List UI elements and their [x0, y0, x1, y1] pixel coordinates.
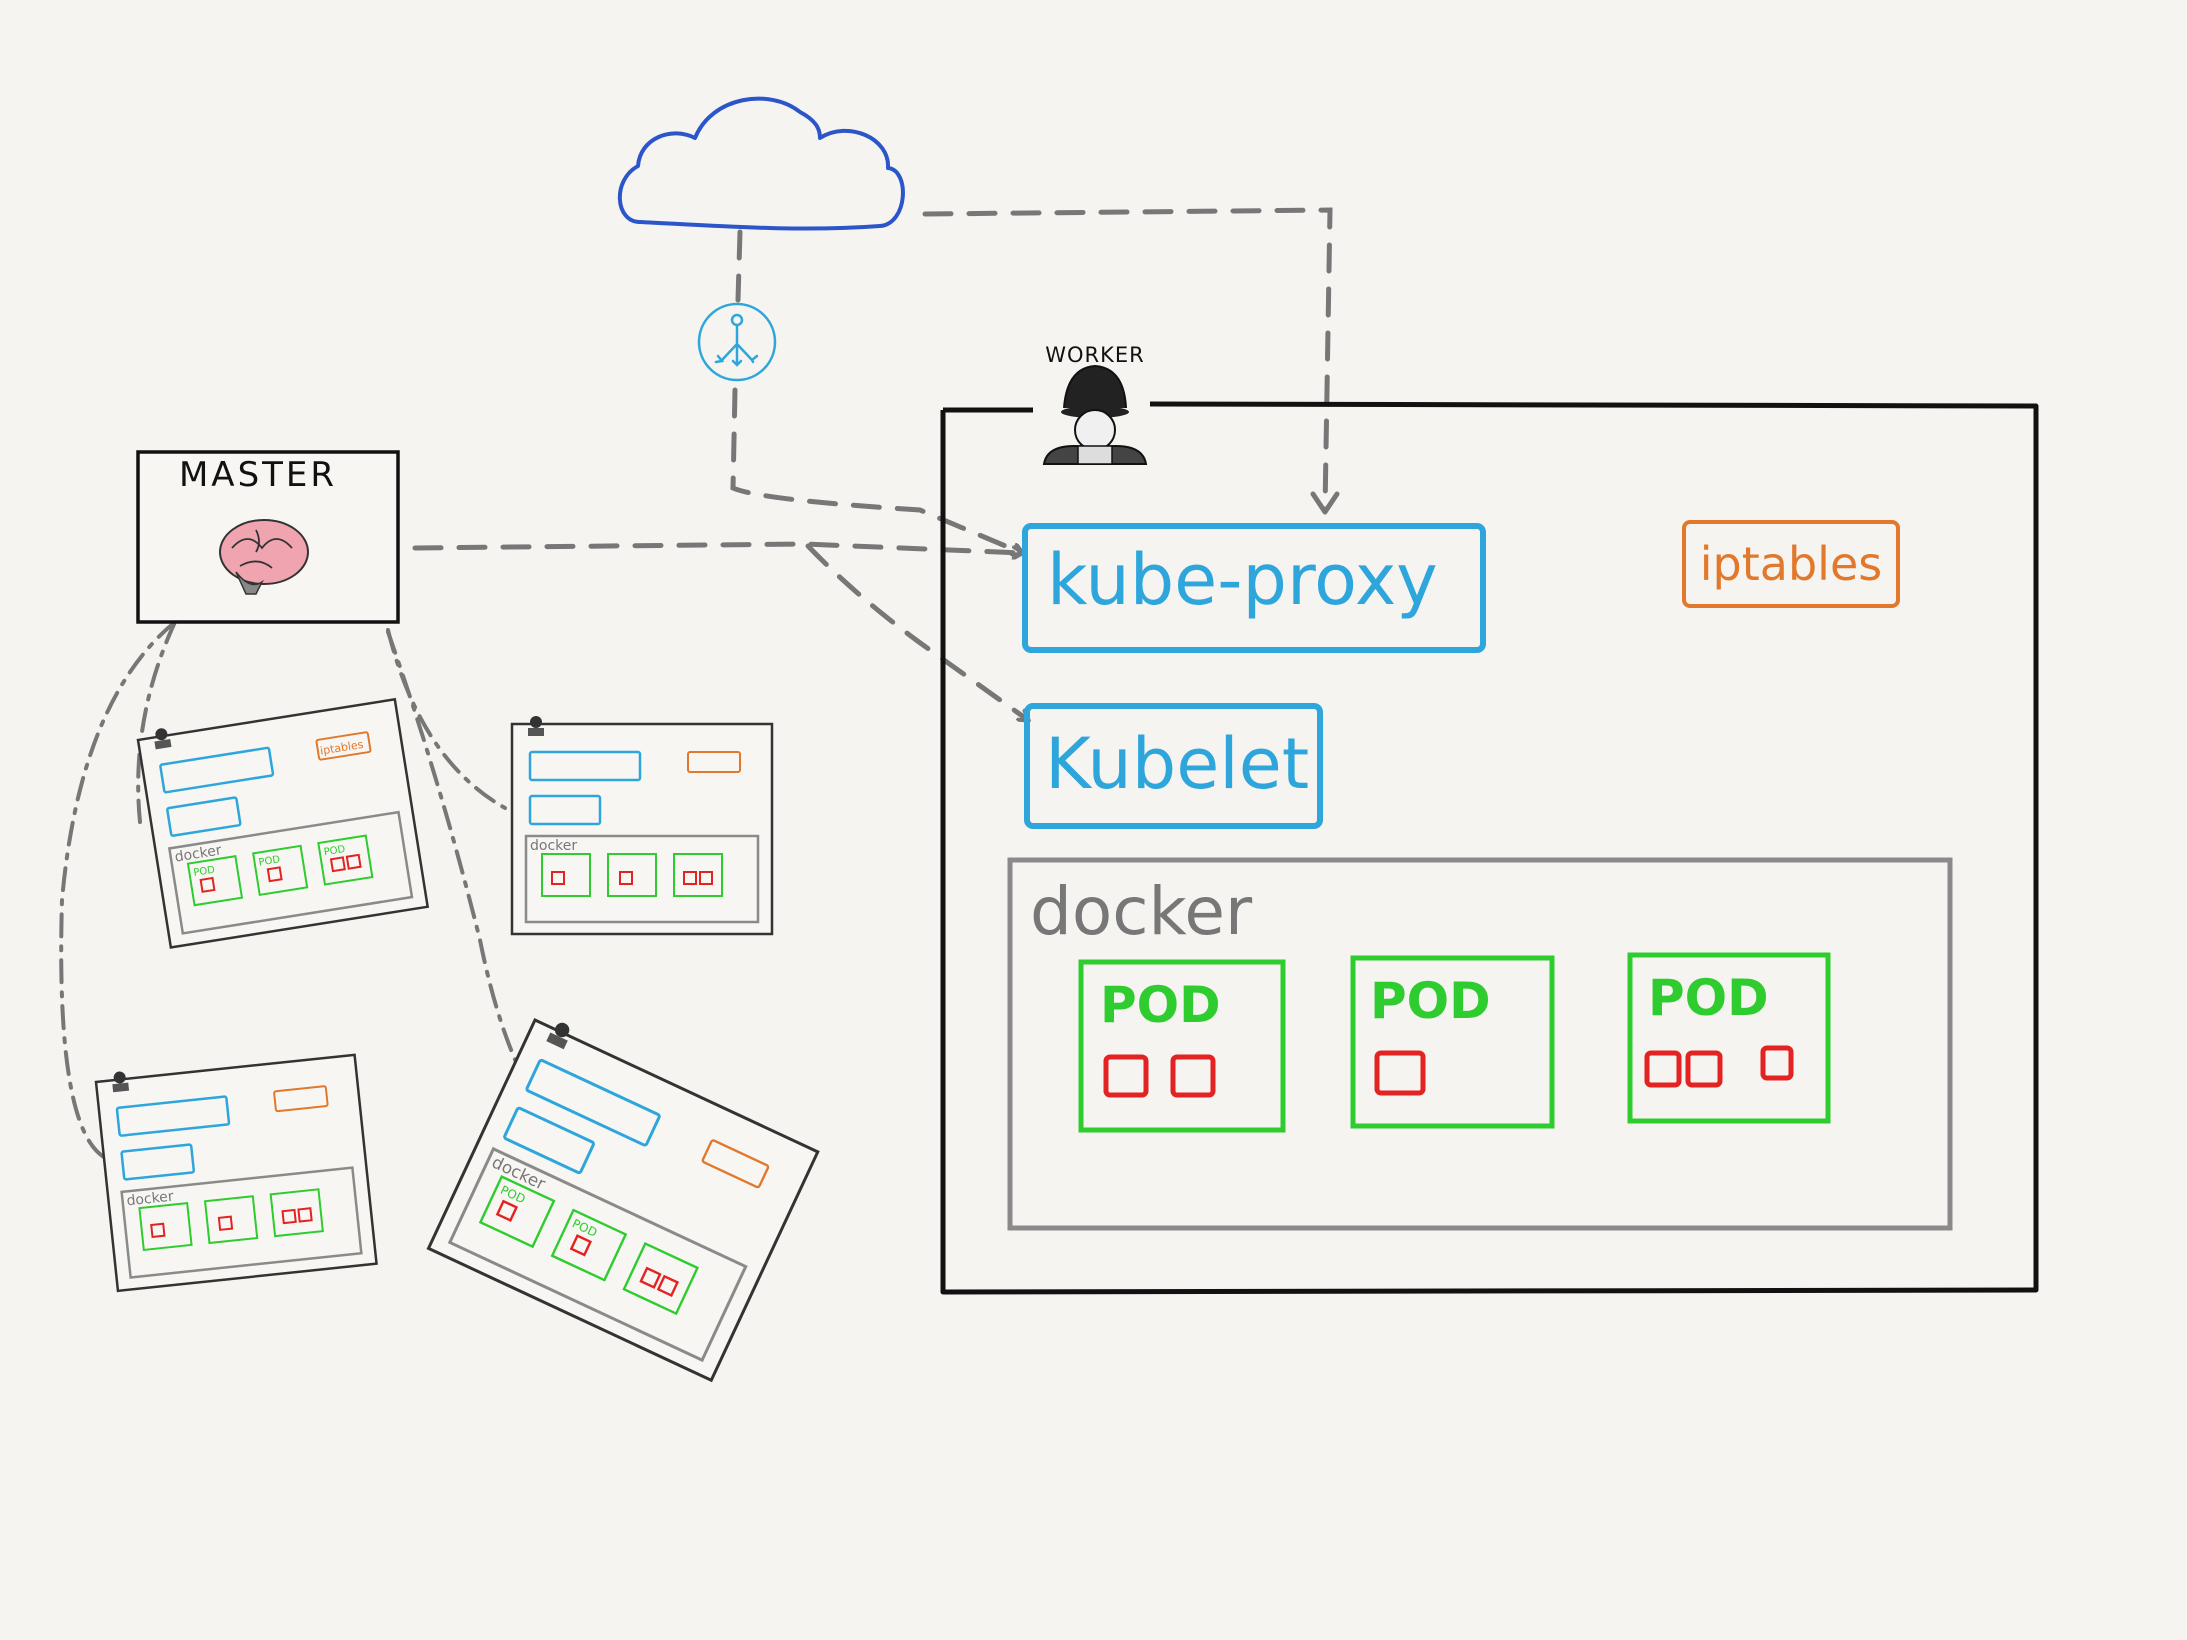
svg-text:POD: POD — [193, 865, 216, 879]
pod: POD — [1078, 959, 1286, 1133]
master-label: MASTER — [179, 455, 337, 495]
mini-worker-card: docker — [510, 714, 774, 936]
iptables-box — [1682, 520, 1900, 608]
cloud-icon — [617, 96, 905, 231]
svg-text:POD: POD — [323, 844, 346, 858]
kubelet-label: Kubelet — [1045, 723, 1309, 805]
kube-proxy-label: kube-proxy — [1047, 539, 1438, 621]
container — [1170, 1054, 1216, 1098]
svg-text:POD: POD — [1648, 969, 1769, 1027]
load-balancer-to-kube-proxy-connector — [730, 387, 1022, 553]
svg-text:POD: POD — [258, 854, 281, 868]
brain-icon — [219, 519, 309, 595]
kubelet-box — [1024, 703, 1323, 829]
container — [1685, 1050, 1723, 1088]
mini-worker-card: docker POD POD — [427, 1009, 824, 1382]
container — [1374, 1050, 1426, 1096]
master-node: MASTER — [136, 450, 400, 624]
kube-proxy-box — [1022, 523, 1486, 653]
svg-text:docker: docker — [174, 842, 223, 865]
mini-worker-card: docker — [93, 1045, 378, 1293]
svg-text:docker: docker — [530, 838, 577, 854]
worker-helmet-icon — [1042, 364, 1148, 465]
connectors — [412, 207, 1340, 720]
docker-label: docker — [1030, 873, 1253, 950]
svg-text:docker: docker — [126, 1189, 175, 1210]
cloud-to-kube-proxy-connector — [922, 207, 1340, 515]
container — [1103, 1054, 1149, 1098]
pod: POD — [1350, 955, 1555, 1129]
container — [1644, 1050, 1682, 1088]
iptables-label: iptables — [1700, 537, 1882, 591]
svg-text:POD: POD — [1100, 976, 1221, 1034]
load-balancer-icon — [697, 302, 777, 382]
svg-text:POD: POD — [1370, 972, 1491, 1030]
worker-label: WORKER — [1045, 343, 1145, 367]
container — [1760, 1045, 1794, 1081]
master-to-mini-workers-connectors — [59, 620, 537, 1162]
pod: POD — [1627, 952, 1831, 1124]
master-to-kubelet-connector — [805, 543, 1028, 720]
cloud-to-load-balancer-connector — [735, 229, 743, 303]
docker-box — [1007, 857, 1953, 1231]
mini-worker-card: iptables docker POD POD POD — [135, 690, 429, 949]
worker-node: WORKER kube-proxy Kubelet iptables docke… — [940, 343, 2039, 1295]
master-to-kube-proxy-connector — [412, 541, 1022, 553]
